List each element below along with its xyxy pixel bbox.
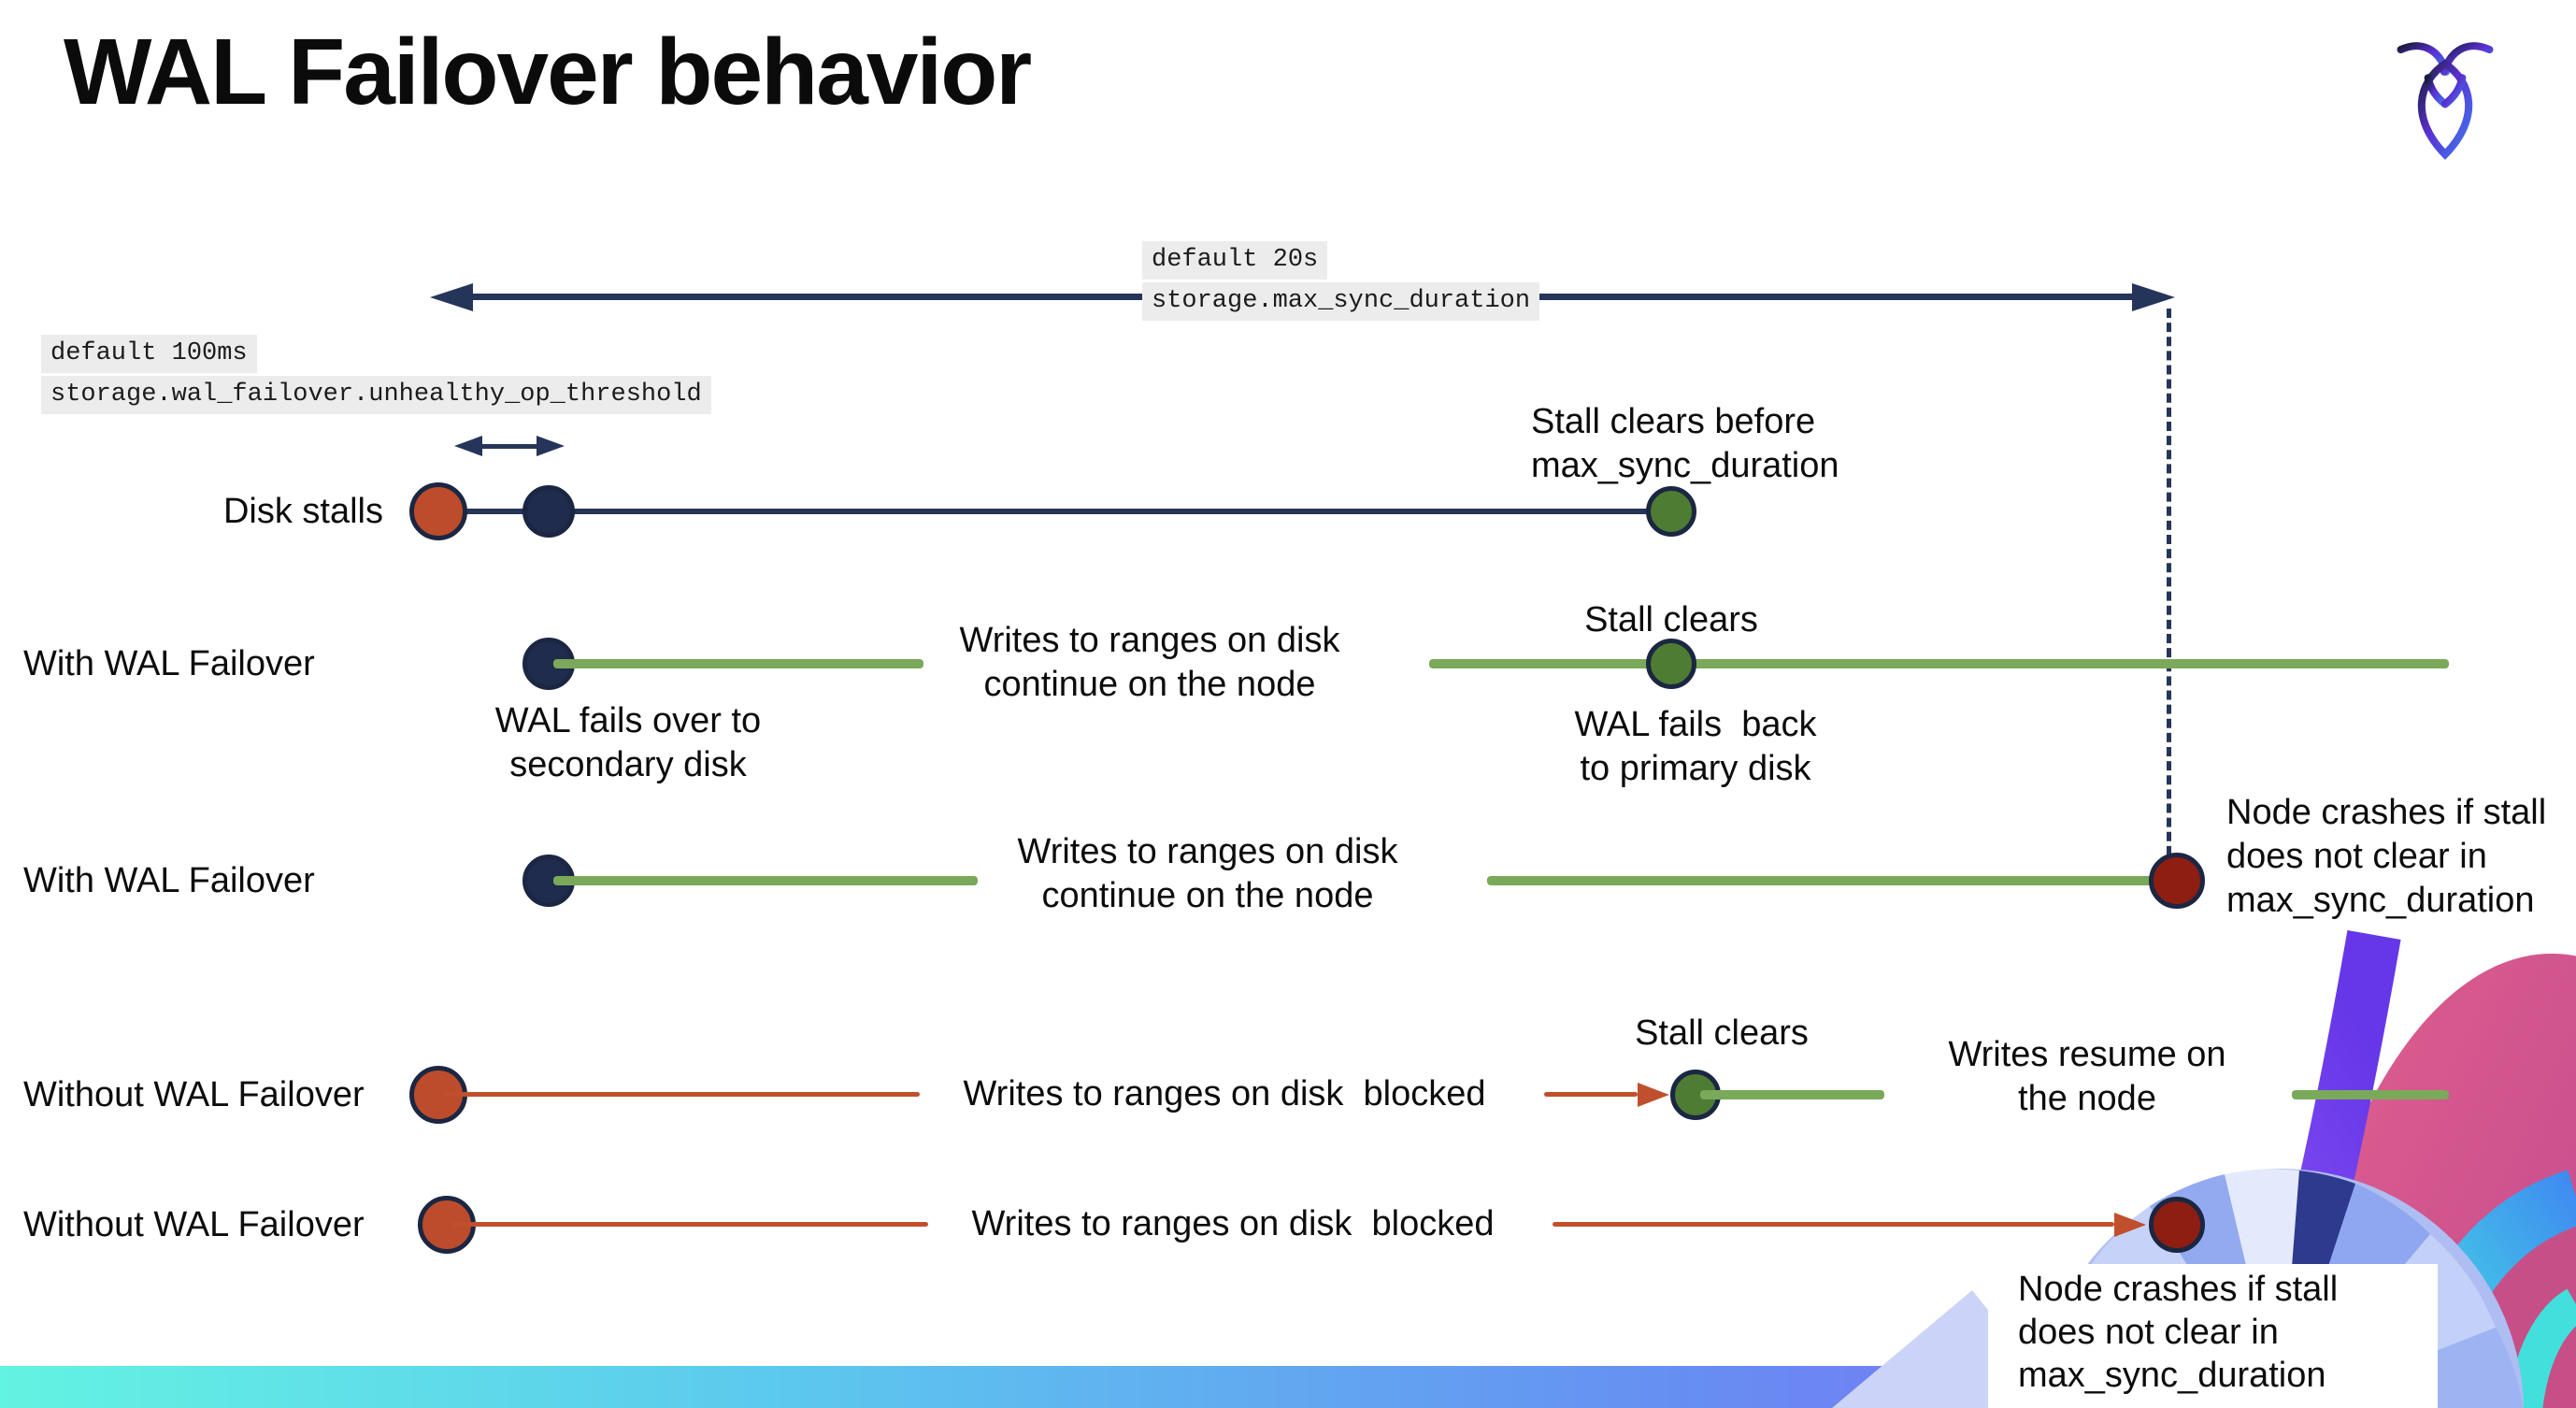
red-arrowhead-icon-2 bbox=[2114, 1213, 2146, 1237]
small-arrow-left-icon bbox=[454, 436, 482, 456]
row-label-with-wal-failover-1: With WAL Failover bbox=[23, 644, 315, 683]
caption-writes-continue-1: Writes to ranges on disk continue on the… bbox=[959, 621, 1340, 704]
writes-continue-line-1 bbox=[553, 659, 923, 668]
writes-resume-line-2 bbox=[2292, 1090, 2449, 1099]
unhealthy-op-default-value: default 100ms bbox=[41, 335, 257, 373]
node-crash-dot-2 bbox=[2149, 1197, 2205, 1253]
red-arrowhead-icon-1 bbox=[1638, 1083, 1669, 1107]
caption-node-crashes-2: Node crashes if stall does not clear in … bbox=[2018, 1270, 2339, 1395]
caption-writes-blocked-2: Writes to ranges on disk blocked bbox=[971, 1204, 1495, 1243]
writes-blocked-line-2 bbox=[451, 1222, 928, 1227]
page-title: WAL Failover behavior bbox=[64, 20, 1032, 124]
caption-writes-resume: Writes resume on the node bbox=[1948, 1035, 2226, 1118]
caption-fails-over: WAL fails over to secondary disk bbox=[494, 701, 762, 784]
writes-continue-line-2 bbox=[1429, 659, 2449, 668]
writes-blocked-line-1 bbox=[443, 1092, 920, 1097]
caption-writes-blocked-1: Writes to ranges on disk blocked bbox=[963, 1074, 1486, 1113]
cockroachdb-logo-icon bbox=[2397, 42, 2494, 161]
failover-threshold-dot bbox=[522, 485, 575, 538]
max-sync-setting-name: storage.max_sync_duration bbox=[1142, 282, 1540, 321]
node-crash-dot-1 bbox=[2149, 853, 2205, 909]
row-label-with-wal-failover-2: With WAL Failover bbox=[23, 861, 315, 900]
caption-fails-back: WAL fails back to primary disk bbox=[1574, 705, 1817, 788]
max-sync-default-value: default 20s bbox=[1142, 241, 1328, 280]
unhealthy-op-threshold-label: default 100ms storage.wal_failover.unhea… bbox=[41, 335, 711, 414]
row-label-without-wal-failover-1: Without WAL Failover bbox=[23, 1075, 365, 1114]
max-sync-deadline-dashed-line bbox=[2167, 309, 2171, 869]
writes-continue-line-4 bbox=[1487, 876, 2172, 885]
arrow-right-icon bbox=[2132, 283, 2175, 311]
stall-clear-arrow-line-1 bbox=[1544, 1092, 1638, 1097]
row-label-without-wal-failover-2: Without WAL Failover bbox=[23, 1205, 365, 1244]
small-arrow-right-icon bbox=[537, 436, 565, 456]
caption-node-crashes-1: Node crashes if stall does not clear in … bbox=[2226, 793, 2547, 920]
caption-stall-clears-before: Stall clears before max_sync_duration bbox=[1531, 402, 1839, 485]
unhealthy-op-threshold-arrow-line bbox=[479, 444, 540, 449]
arrow-left-icon bbox=[430, 283, 473, 311]
disk-stall-timeline bbox=[438, 509, 1671, 514]
row-label-disk-stalls: Disk stalls bbox=[222, 492, 383, 531]
fails-back-dot bbox=[1646, 639, 1696, 689]
writes-continue-line-3 bbox=[553, 876, 978, 885]
node-crashes-callout: Node crashes if stall does not clear in … bbox=[1988, 1264, 2438, 1408]
caption-stall-clears-1: Stall clears bbox=[1584, 600, 1758, 639]
caption-writes-continue-2: Writes to ranges on disk continue on the… bbox=[1017, 832, 1398, 915]
caption-stall-clears-2: Stall clears bbox=[1635, 1013, 1809, 1053]
stall-start-dot bbox=[409, 482, 467, 540]
crash-arrow-line bbox=[1553, 1222, 2114, 1227]
stall-clears-dot bbox=[1646, 486, 1696, 537]
writes-resume-line-1 bbox=[1700, 1090, 1884, 1099]
max-sync-duration-label: default 20s storage.max_sync_duration bbox=[1142, 241, 1540, 321]
unhealthy-op-setting-name: storage.wal_failover.unhealthy_op_thresh… bbox=[41, 376, 711, 414]
